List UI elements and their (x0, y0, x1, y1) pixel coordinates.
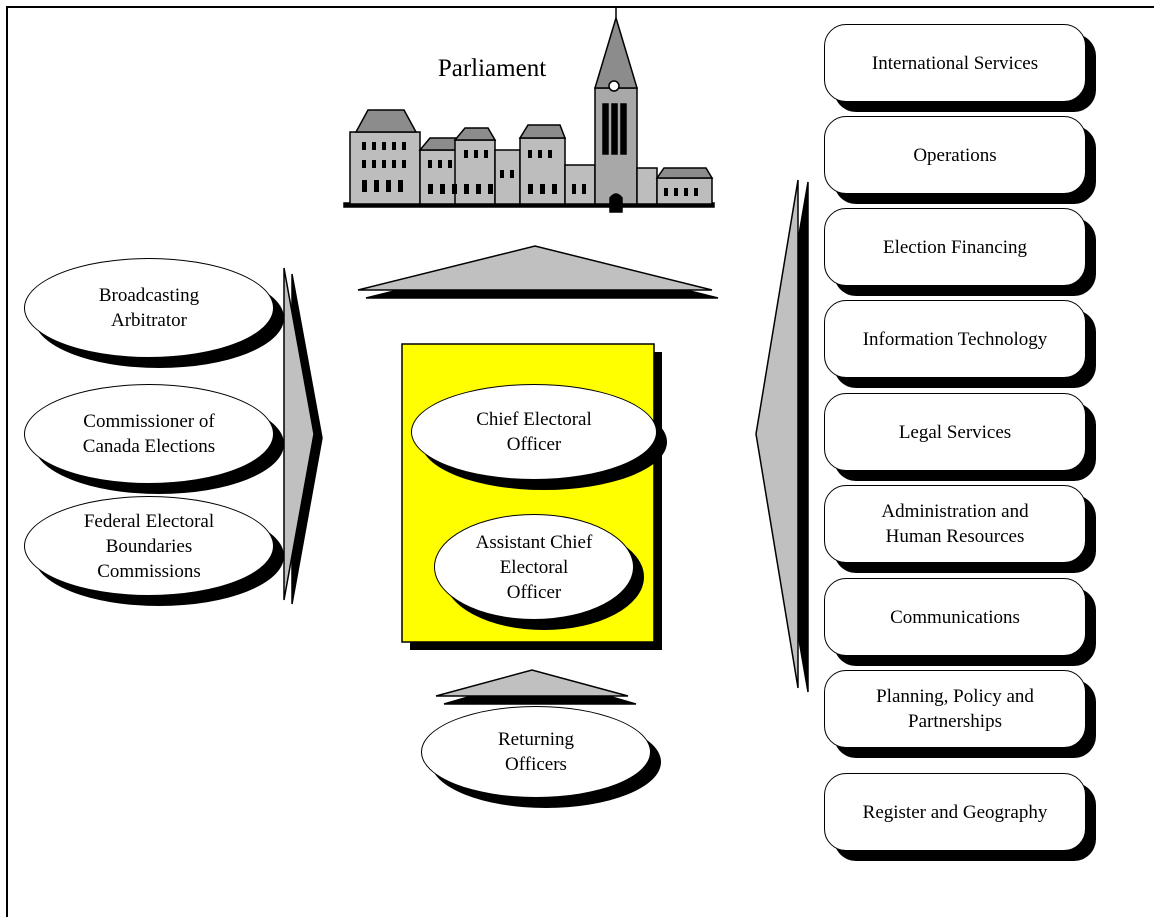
node-label: Chief Electoral Officer (476, 409, 592, 455)
node-register-and-geography: Register and Geography (824, 773, 1096, 861)
node-label: Commissioner of Canada Elections (82, 411, 216, 457)
node-international-services: International Services (824, 24, 1096, 112)
arrow-left-nodes-to-center (283, 267, 323, 605)
node-label: International Services (871, 52, 1039, 74)
node-returning-officers: Returning Officers (421, 706, 661, 808)
node-information-technology: Information Technology (824, 300, 1096, 388)
node-broadcasting-arbitrator: Broadcasting Arbitrator (24, 258, 284, 368)
node-federal-electoral-boundaries-commissions: Federal Electoral Boundaries Commissions (24, 496, 284, 606)
arrow-up-to-parliament (357, 245, 719, 299)
node-planning-policy-and-partnerships: Planning, Policy and Partnerships (824, 670, 1096, 758)
node-communications: Communications (824, 578, 1096, 666)
node-commissioner-of-canada-elections: Commissioner of Canada Elections (24, 384, 284, 494)
node-chief-electoral-officer: Chief Electoral Officer (411, 384, 667, 490)
node-election-financing: Election Financing (824, 208, 1096, 296)
node-label: Legal Services (898, 421, 1012, 443)
arrow-right-nodes-to-center (755, 179, 809, 693)
page-border (6, 6, 1154, 917)
parliament-label: Parliament (437, 55, 547, 82)
node-label: Broadcasting Arbitrator (98, 285, 200, 331)
node-label: Information Technology (862, 328, 1048, 350)
node-assistant-chief-electoral-officer: Assistant Chief Electoral Officer (434, 514, 644, 630)
node-label: Assistant Chief Electoral Officer (475, 531, 593, 603)
arrow-returning-officers-to-center (435, 669, 637, 705)
node-label: Communications (890, 606, 1020, 628)
node-label: Election Financing (882, 236, 1028, 258)
node-operations: Operations (824, 116, 1096, 204)
parliament-building-icon (343, 8, 715, 213)
node-label: Operations (913, 144, 997, 166)
node-label: Register and Geography (862, 801, 1048, 823)
node-label: Administration and Human Resources (881, 501, 1029, 547)
node-legal-services: Legal Services (824, 393, 1096, 481)
node-label: Planning, Policy and Partnerships (876, 686, 1034, 732)
node-label: Returning Officers (498, 729, 574, 775)
node-label: Federal Electoral Boundaries Commissions (83, 510, 215, 582)
node-administration-and-human-resources: Administration and Human Resources (824, 485, 1096, 573)
